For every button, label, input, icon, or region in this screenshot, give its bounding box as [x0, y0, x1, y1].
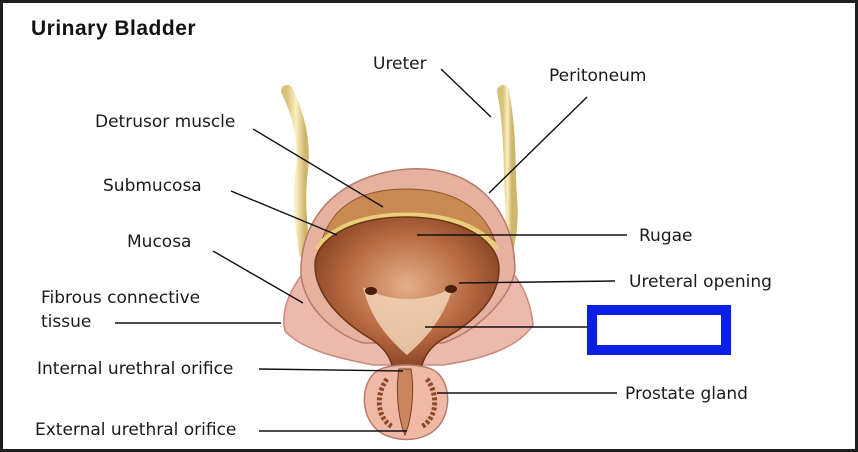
bladder-illustration — [115, 68, 627, 441]
trigone — [363, 287, 453, 355]
label-internal-urethral-orifice: Internal urethral orifice — [37, 359, 234, 379]
left-ureteral-opening — [365, 287, 377, 295]
label-ureteral-opening: Ureteral opening — [629, 272, 772, 292]
urethra — [396, 368, 414, 437]
label-fibrous-line2: tissue — [41, 312, 92, 332]
label-prostate-gland: Prostate gland — [625, 384, 748, 404]
label-fibrous-line1: Fibrous connective — [41, 288, 201, 308]
prostate-inner — [376, 377, 438, 430]
submucosa-band — [314, 212, 500, 251]
right-ureteral-opening — [445, 285, 457, 293]
blank-answer-box[interactable] — [587, 305, 731, 355]
label-external-urethral-orifice: External urethral orifice — [35, 420, 237, 440]
left-ureter — [281, 85, 311, 259]
label-peritoneum: Peritoneum — [549, 66, 647, 86]
label-mucosa: Mucosa — [127, 232, 192, 252]
label-ureter: Ureter — [373, 54, 427, 74]
label-detrusor-muscle: Detrusor muscle — [95, 112, 236, 132]
diagram-title: Urinary Bladder — [31, 17, 197, 40]
label-submucosa: Submucosa — [103, 176, 202, 196]
label-rugae: Rugae — [639, 226, 693, 246]
mucosa-cavity — [314, 216, 500, 370]
